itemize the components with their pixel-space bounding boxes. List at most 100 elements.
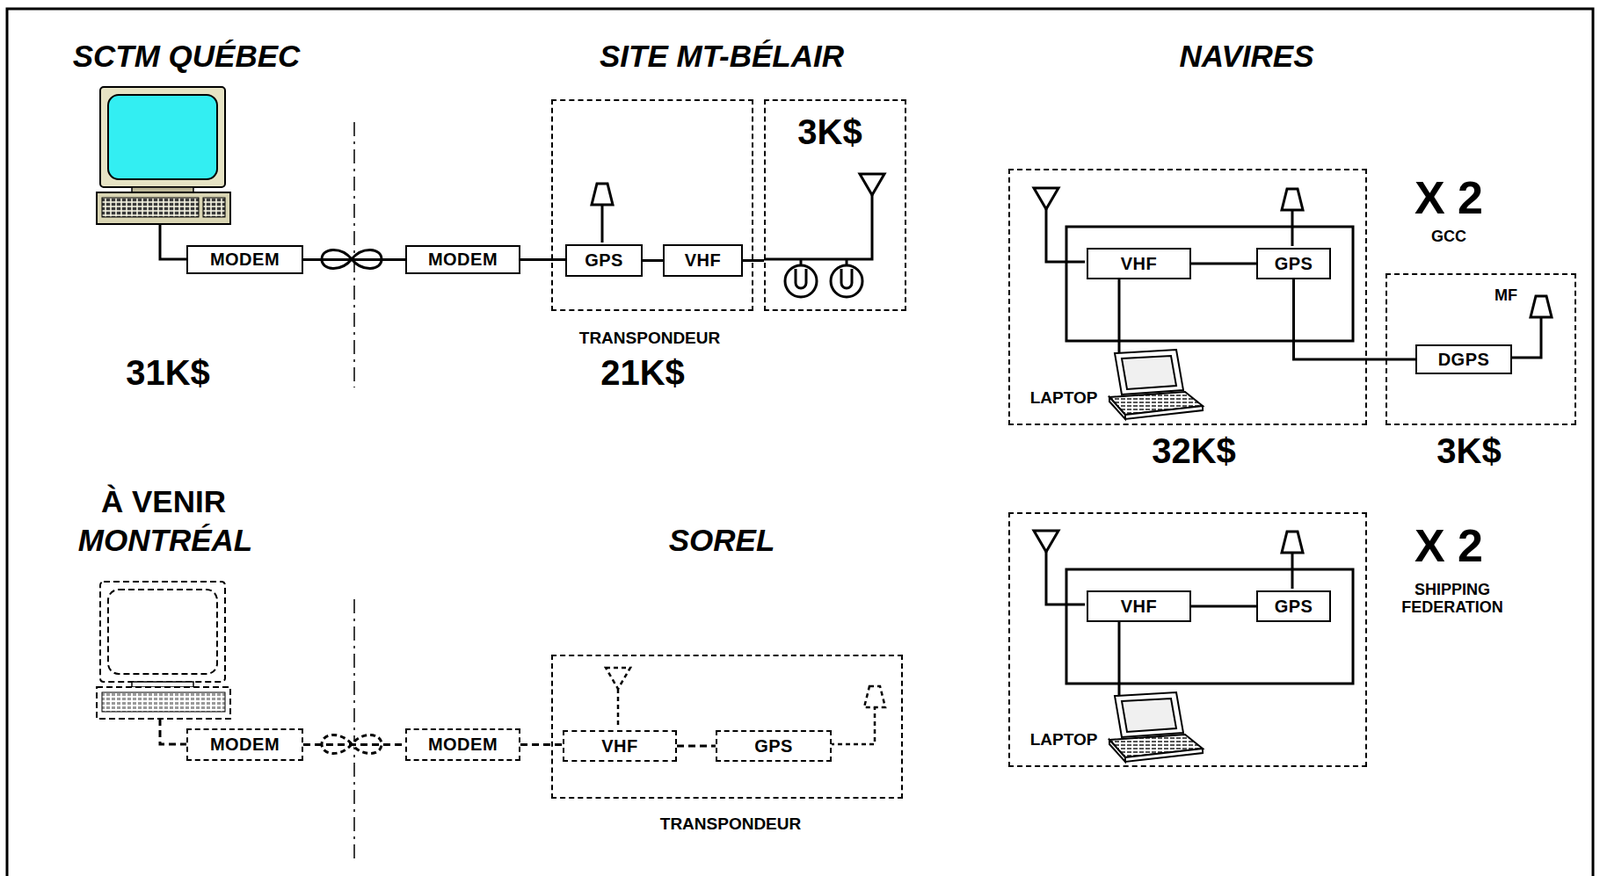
laptop-cable — [1118, 277, 1121, 353]
ship-unit-frame — [1066, 226, 1353, 342]
dgps-group: MF3K$DGPS — [1385, 273, 1577, 426]
laptop-icon — [1125, 406, 1203, 420]
quantity-label: X 2 — [1414, 173, 1484, 224]
gps-antenna — [591, 183, 613, 205]
signal-wire — [520, 258, 566, 262]
laptop-icon — [1114, 349, 1184, 395]
laptop-label: LAPTOP — [1030, 730, 1099, 750]
ship-gps-antenna — [1281, 531, 1303, 553]
laptop-icon — [1109, 397, 1126, 420]
dgps-box: DGPS — [1415, 344, 1513, 375]
cost-label: 21K$ — [600, 353, 685, 393]
box-label: MODEM — [428, 249, 498, 270]
group-label: TRANSPONDEUR — [579, 328, 720, 349]
ship-gps-antenna — [1281, 189, 1303, 211]
frame-line — [7, 8, 1593, 876]
phone-line-leader — [160, 719, 187, 745]
computer-terminal — [160, 224, 187, 260]
modem-box: MODEM — [186, 728, 304, 762]
computer-terminal — [108, 94, 218, 180]
cost-label: 31K$ — [125, 353, 211, 393]
ship-vhf-antenna — [1033, 530, 1059, 553]
laptop-icon — [1121, 698, 1177, 733]
vhf-antenna-line — [763, 178, 873, 265]
site-title: NAVIRES — [1179, 39, 1315, 74]
ship-gps-antenna — [1291, 210, 1295, 247]
laptop-cable — [1118, 277, 1121, 696]
vhf-antenna-line — [800, 259, 847, 265]
computer-terminal — [101, 197, 199, 218]
modem-box: MODEM — [405, 728, 521, 762]
site-title: SOREL — [669, 523, 776, 559]
planned-vhf-antenna — [605, 668, 631, 690]
signal-wire — [303, 743, 406, 747]
modem-box: MODEM — [186, 245, 304, 275]
group-label: TRANSPONDEUR — [660, 814, 801, 835]
box-label: GPS — [1274, 596, 1314, 618]
transponder-group: TRANSPONDEURGPSVHF — [551, 99, 754, 312]
computer-terminal-planned — [108, 589, 218, 675]
box-label: MODEM — [210, 249, 280, 270]
quantity-label: X 2 — [1414, 521, 1484, 572]
cost-label: 3K$ — [797, 112, 862, 153]
phone-line-leader — [160, 719, 187, 745]
computer-terminal — [100, 87, 226, 188]
gps-antenna — [601, 204, 604, 243]
computer-terminal — [96, 87, 231, 260]
signal-wire — [1191, 605, 1257, 609]
gps-box: GPS — [715, 730, 832, 763]
cost-label: 32K$ — [1151, 431, 1237, 472]
box-label: MODEM — [428, 734, 498, 756]
mf-antenna — [1530, 296, 1552, 318]
vhf-box: VHF — [1086, 247, 1192, 280]
signal-wire — [520, 743, 563, 747]
laptop-label: LAPTOP — [1030, 388, 1099, 408]
site-title: SITE MT-BÉLAIR — [599, 39, 844, 74]
laptop-icon — [1114, 692, 1184, 738]
signal-wire — [742, 259, 764, 262]
box-label: GPS — [584, 250, 624, 271]
coax-coil — [785, 265, 863, 298]
computer-terminal — [203, 197, 226, 218]
owner-label: GCC — [1431, 228, 1467, 247]
antenna-group: 3K$ — [763, 99, 907, 312]
gps-antenna — [591, 183, 613, 243]
computer-terminal-planned — [101, 692, 226, 713]
signal-wire — [303, 258, 406, 262]
ship-unit-frame — [1066, 226, 1353, 684]
separator-line — [353, 122, 356, 863]
coax-coil — [785, 265, 817, 298]
vhf-box: VHF — [662, 244, 743, 277]
box-label: VHF — [1120, 596, 1158, 618]
ship-unit-group: LAPTOP32K$VHFGPS — [1008, 168, 1368, 426]
vhf-antenna — [859, 174, 885, 196]
status-label: À VENIR — [101, 485, 226, 520]
laptop-icon — [1125, 749, 1203, 763]
coax-coil — [830, 265, 863, 298]
signal-wire — [1191, 262, 1257, 266]
cost-label: 3K$ — [1436, 431, 1501, 472]
planned-gps-antenna — [829, 686, 886, 745]
ship-vhf-antenna — [1033, 188, 1059, 210]
site-title: MONTRÉAL — [78, 523, 253, 559]
mf-antenna — [1510, 296, 1552, 358]
computer-terminal-planned — [100, 581, 226, 683]
computer-terminal-planned — [96, 581, 231, 720]
planned-vhf-antenna — [605, 668, 631, 729]
laptop-icon — [1109, 349, 1203, 420]
transponder-group: TRANSPONDEURVHFGPS — [551, 654, 903, 800]
vhf-antenna-line — [763, 178, 873, 260]
vhf-antenna — [859, 174, 885, 196]
box-label: VHF — [601, 736, 639, 757]
box-label: GPS — [754, 736, 793, 757]
computer-terminal-planned — [96, 687, 231, 720]
box-label: VHF — [1120, 254, 1158, 275]
ship-gps-antenna — [1291, 552, 1295, 590]
gps-box: GPS — [565, 244, 643, 277]
coax-coil — [795, 269, 852, 289]
laptop-icon — [1109, 740, 1126, 763]
mf-antenna — [1510, 317, 1542, 358]
separator-line — [353, 599, 356, 863]
